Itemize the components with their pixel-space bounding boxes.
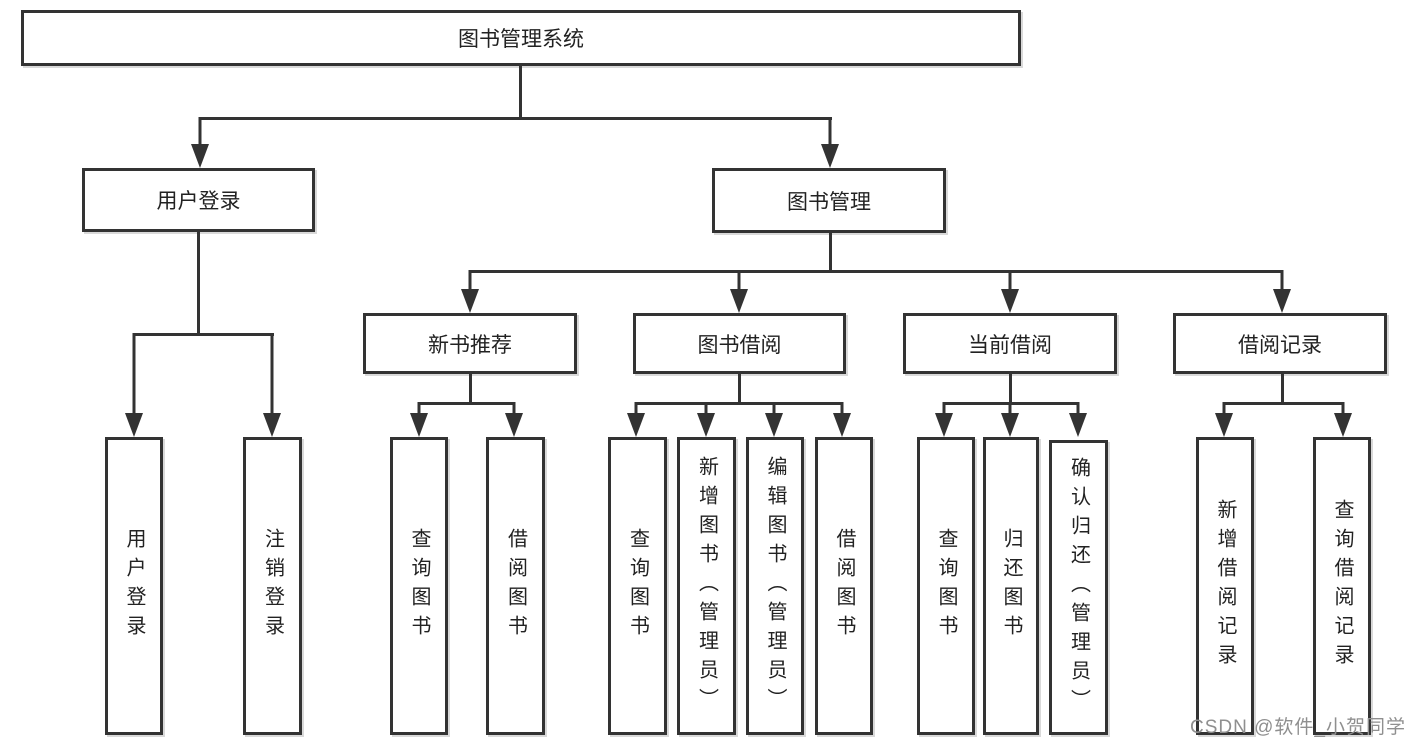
connector-user-login-rail xyxy=(133,333,274,336)
node-root-library-system: 图书管理系统 xyxy=(21,10,1021,66)
node-book-borrow: 图书借阅 xyxy=(633,313,846,374)
leaf-bb-edit-book-admin: 编辑图书（管理员） xyxy=(746,437,804,735)
node-new-book-recommend: 新书推荐 xyxy=(363,313,577,374)
leaf-br-query-record: 查询借阅记录 xyxy=(1313,437,1371,735)
arrow-down-to-book-borrow xyxy=(730,270,748,313)
node-book-mgmt: 图书管理 xyxy=(712,168,946,233)
arrow-down-to-cb-query xyxy=(935,402,953,437)
connector-root-stem xyxy=(519,65,522,117)
arrow-down-to-leaf-user-login xyxy=(125,333,143,437)
leaf-bb-borrow-book: 借阅图书 xyxy=(815,437,873,735)
connector-root-rail xyxy=(199,117,832,120)
arrow-down-to-br-add xyxy=(1215,402,1233,437)
arrow-down-to-rec-borrow xyxy=(505,402,523,437)
arrow-down-to-br-query xyxy=(1334,402,1352,437)
connector-new-rec-rail xyxy=(418,402,515,405)
connector-book-mgmt-rail xyxy=(470,270,1283,273)
connector-book-mgmt-stem xyxy=(829,232,832,273)
connector-new-rec-stem xyxy=(469,374,472,404)
arrow-down-to-cb-return xyxy=(1001,402,1019,437)
arrow-down-to-bb-borrow xyxy=(833,402,851,437)
arrow-down-to-bb-query xyxy=(627,402,645,437)
arrow-down-to-cb-confirm xyxy=(1069,402,1087,437)
arrow-down-to-book-mgmt xyxy=(821,117,839,168)
arrow-down-to-cur-borrow xyxy=(1001,270,1019,313)
arrow-down-to-records xyxy=(1273,270,1291,313)
arrow-down-to-new-rec xyxy=(461,270,479,313)
arrow-down-to-user-login xyxy=(191,117,209,168)
leaf-bb-add-book-admin: 新增图书（管理员） xyxy=(677,437,736,735)
leaf-rec-query-book: 查询图书 xyxy=(390,437,448,735)
leaf-logout: 注销登录 xyxy=(243,437,302,735)
arrow-down-to-bb-add xyxy=(697,402,715,437)
leaf-rec-borrow-book: 借阅图书 xyxy=(486,437,545,735)
node-borrow-records: 借阅记录 xyxy=(1173,313,1387,374)
connector-user-login-stem xyxy=(197,232,200,336)
csdn-watermark: CSDN @软件_小贺同学 xyxy=(1190,717,1405,738)
leaf-cb-return-book: 归还图书 xyxy=(983,437,1039,735)
connector-book-borrow-rail xyxy=(635,402,843,405)
node-user-login: 用户登录 xyxy=(82,168,315,232)
leaf-user-login: 用户登录 xyxy=(105,437,163,735)
leaf-cb-confirm-return-admin: 确认归还（管理员） xyxy=(1049,440,1108,735)
arrow-down-to-leaf-logout xyxy=(263,333,281,437)
node-current-borrow: 当前借阅 xyxy=(903,313,1117,374)
arrow-down-to-bb-edit xyxy=(765,402,783,437)
connector-records-rail xyxy=(1223,402,1344,405)
connector-cur-borrow-stem xyxy=(1009,374,1012,404)
leaf-bb-query-book: 查询图书 xyxy=(608,437,667,735)
leaf-br-add-record: 新增借阅记录 xyxy=(1196,437,1254,735)
leaf-cb-query-book: 查询图书 xyxy=(917,437,975,735)
connector-records-stem xyxy=(1281,374,1284,404)
connector-book-borrow-stem xyxy=(738,374,741,404)
arrow-down-to-rec-query xyxy=(410,402,428,437)
